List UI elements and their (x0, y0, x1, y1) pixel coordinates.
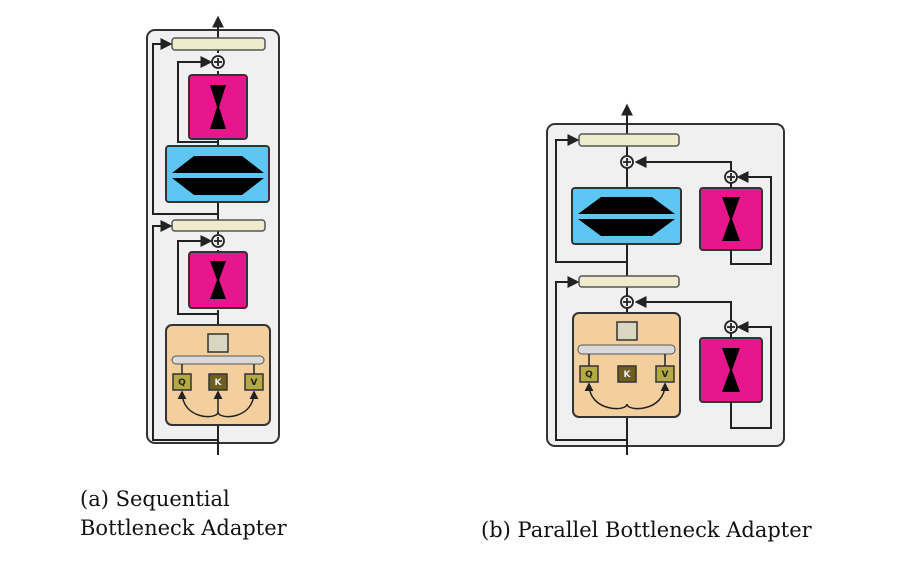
parallel-adapter-diagram: Q K V (546, 103, 785, 455)
concat-bar-a (171, 355, 265, 365)
ffn-icon (578, 197, 675, 214)
k-label-b: K (624, 370, 632, 380)
ffn-icon (172, 156, 264, 173)
sequential-adapter-diagram: Q K V (146, 15, 280, 455)
q-label-a: Q (178, 378, 186, 388)
proj-box-b (616, 321, 638, 341)
bottleneck-icon (210, 85, 226, 129)
layernorm-b-1 (578, 275, 680, 288)
k-box-b (617, 365, 637, 383)
ffn-icon-lower (172, 178, 264, 195)
bottleneck-icon (210, 261, 226, 299)
layernorm-a-1 (171, 219, 266, 232)
v-label-b: V (662, 370, 669, 380)
caption-a-line2: Bottleneck Adapter (80, 516, 287, 540)
concat-bar-b (577, 344, 676, 355)
caption-a: (a) Sequential Bottleneck Adapter (80, 485, 287, 543)
bottleneck-icon (722, 348, 740, 392)
layernorm-a-2 (171, 37, 266, 51)
k-label-a: K (215, 378, 223, 388)
k-box-a (208, 373, 228, 391)
caption-a-line1: (a) Sequential (80, 487, 230, 511)
proj-box-a (207, 333, 229, 353)
caption-b: (b) Parallel Bottleneck Adapter (481, 518, 812, 542)
bottleneck-icon (722, 197, 740, 241)
v-label-a: V (251, 378, 258, 388)
layernorm-b-2 (578, 133, 680, 147)
ffn-icon-lower (578, 219, 675, 236)
attention-block-b (572, 312, 681, 418)
q-label-b: Q (585, 370, 593, 380)
